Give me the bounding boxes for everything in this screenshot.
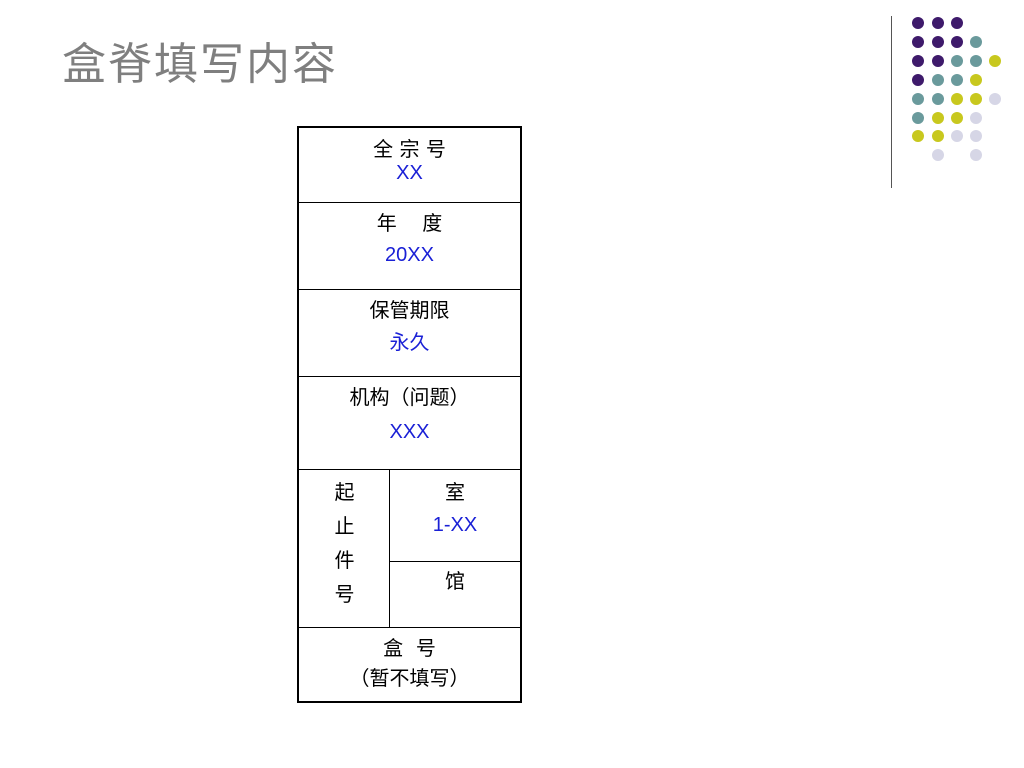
decorative-dot: [912, 112, 924, 124]
decorative-dot: [951, 93, 963, 105]
decorative-dot: [951, 36, 963, 48]
decorative-dot: [951, 130, 963, 142]
item-range-char: 件: [334, 548, 355, 572]
decorative-dot: [912, 17, 924, 29]
item-range-char: 号: [334, 582, 355, 606]
box-number-cell: 盒 号 （暂不填写）: [299, 628, 520, 701]
retention-label: 保管期限: [369, 298, 450, 322]
item-range-section: 起 止 件 号 室 1-XX 馆: [299, 470, 520, 628]
decorative-dot: [912, 130, 924, 142]
decorative-dot: [951, 74, 963, 86]
year-label: 年 度: [376, 211, 443, 235]
decorative-dot: [932, 130, 944, 142]
box-number-label: 盒 号: [383, 636, 436, 660]
archive-cell: 馆: [390, 562, 520, 628]
retention-cell: 保管期限 永久: [299, 290, 520, 377]
decorative-dot: [932, 112, 944, 124]
retention-value: 永久: [389, 330, 430, 354]
decorative-dot: [970, 112, 982, 124]
decorative-dot: [912, 36, 924, 48]
slide-title: 盒脊填写内容: [62, 39, 338, 90]
decorative-dot: [970, 55, 982, 67]
fonds-cell: 全 宗 号 XX: [299, 128, 520, 203]
decorative-dot: [932, 55, 944, 67]
decorative-dot: [951, 17, 963, 29]
year-value: 20XX: [385, 244, 434, 266]
item-range-char: 起: [334, 480, 355, 504]
item-range-label-column: 起 止 件 号: [299, 470, 390, 628]
decorative-dot: [989, 93, 1001, 105]
room-label: 室: [445, 480, 465, 504]
box-spine-table: 全 宗 号 XX 年 度 20XX 保管期限 永久 机构（问题） XXX 起 止…: [297, 126, 522, 703]
decorative-dot: [932, 74, 944, 86]
decorative-dot: [912, 93, 924, 105]
organization-cell: 机构（问题） XXX: [299, 377, 520, 470]
decorative-dot: [932, 93, 944, 105]
decorative-dot: [970, 74, 982, 86]
decorative-dot: [970, 93, 982, 105]
decorative-divider-line: [891, 16, 892, 188]
decorative-dot: [951, 55, 963, 67]
room-cell: 室 1-XX: [390, 470, 520, 562]
box-number-note: （暂不填写）: [349, 666, 470, 690]
decorative-dot: [932, 17, 944, 29]
year-cell: 年 度 20XX: [299, 203, 520, 290]
item-range-char: 止: [334, 514, 355, 538]
decorative-dot: [932, 36, 944, 48]
decorative-dot: [912, 74, 924, 86]
decorative-dot: [989, 55, 1001, 67]
organization-label: 机构（问题）: [349, 385, 470, 409]
decorative-dot: [951, 112, 963, 124]
decorative-dot: [912, 55, 924, 67]
organization-value: XXX: [389, 421, 430, 443]
archive-label: 馆: [445, 569, 465, 593]
decorative-dot: [970, 36, 982, 48]
decorative-dot: [932, 149, 944, 161]
fonds-label: 全 宗 号: [373, 137, 446, 161]
fonds-value: XX: [396, 162, 423, 184]
decorative-dot: [970, 149, 982, 161]
decorative-dot: [970, 130, 982, 142]
room-value: 1-XX: [432, 514, 478, 536]
